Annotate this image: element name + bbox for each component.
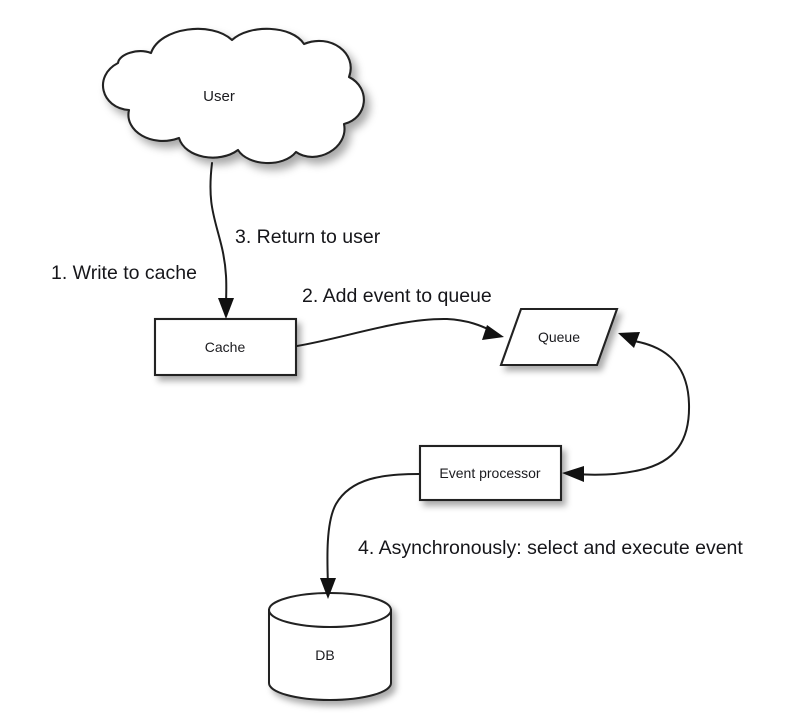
node-user[interactable]: User xyxy=(101,27,365,165)
step-label-4: 4. Asynchronously: select and execute ev… xyxy=(358,537,743,559)
node-user-label: User xyxy=(203,88,235,105)
node-db-label: DB xyxy=(315,647,334,663)
node-cache-label: Cache xyxy=(205,339,246,355)
edge-queue-loop-line xyxy=(574,340,691,476)
db-body xyxy=(268,609,392,701)
node-cache[interactable]: Cache xyxy=(153,317,298,377)
node-event-processor[interactable]: Event processor xyxy=(418,444,563,502)
edge-user-to-cache xyxy=(209,162,234,319)
edge-processor-to-db-arrowhead xyxy=(320,578,336,599)
cache-shape xyxy=(153,317,298,377)
edge-queue-loop xyxy=(562,332,691,482)
cloud-shape xyxy=(101,27,365,165)
step-label-2: 2. Add event to queue xyxy=(302,285,492,307)
edge-cache-to-queue xyxy=(296,317,504,347)
queue-shape xyxy=(499,307,619,367)
edge-loop-to-queue-arrowhead xyxy=(618,332,640,348)
edge-user-to-cache-line xyxy=(209,162,228,308)
event-processor-shape xyxy=(418,444,563,502)
edge-user-to-cache-arrowhead xyxy=(218,298,234,319)
step-label-3: 3. Return to user xyxy=(235,226,381,248)
step-label-1: 1. Write to cache xyxy=(51,262,197,284)
node-event-processor-label: Event processor xyxy=(439,465,540,481)
node-queue[interactable]: Queue xyxy=(499,307,619,367)
edge-processor-to-db-line xyxy=(326,473,420,586)
edge-processor-to-db xyxy=(320,473,420,599)
node-db[interactable] xyxy=(268,592,392,701)
edge-cache-to-queue-line xyxy=(296,317,493,347)
node-queue-label: Queue xyxy=(538,329,580,345)
edge-loop-to-processor-arrowhead xyxy=(562,466,584,482)
db-top-ellipse xyxy=(268,592,392,628)
edge-cache-to-queue-arrowhead xyxy=(482,325,504,340)
